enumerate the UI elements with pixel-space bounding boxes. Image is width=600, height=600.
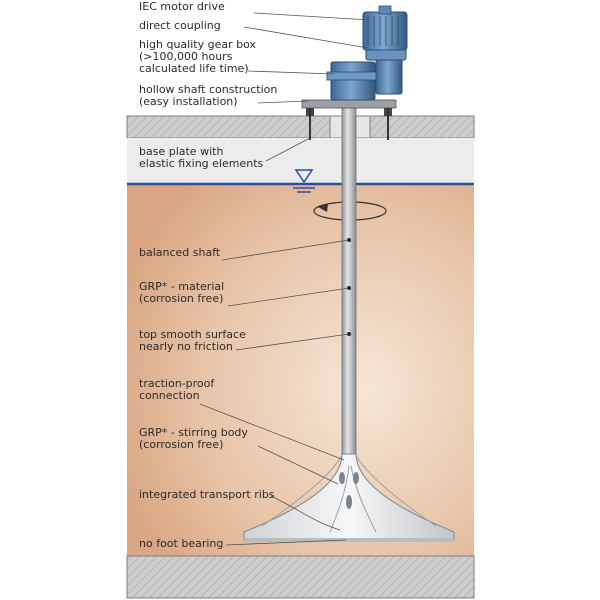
direct-coupling-label-line-1: direct coupling xyxy=(139,19,221,32)
stirring-body-label-line-2: (corrosion free) xyxy=(139,438,223,451)
grp-material-label-line-1: GRP* - material xyxy=(139,280,224,293)
no-foot-bearing-label-line-1: no foot bearing xyxy=(139,537,223,550)
traction-proof-label-line-2: connection xyxy=(139,389,200,402)
shaft xyxy=(341,101,357,463)
base-plate-label-line-1: base plate with xyxy=(139,145,223,158)
leader-lines xyxy=(199,12,371,546)
callout-labels: IEC motor drive direct coupling high quali… xyxy=(139,0,277,550)
smooth-surface-label-line-1: top smooth surface xyxy=(139,328,246,341)
smooth-surface-label-line-2: nearly no friction xyxy=(139,340,233,353)
water-level-icon xyxy=(293,169,315,193)
bottom-slab xyxy=(126,555,475,599)
traction-proof-label-line-1: traction-proof xyxy=(139,377,215,390)
balanced-shaft-label-line-1: balanced shaft xyxy=(139,246,221,259)
motor xyxy=(362,5,408,51)
iec-motor-drive-label-line-1: IEC motor drive xyxy=(139,0,225,13)
stirring-body xyxy=(243,453,455,542)
stirring-body-label-line-1: GRP* - stirring body xyxy=(139,426,248,439)
gear-box-label-line-1: high quality gear box xyxy=(139,38,256,51)
top-slab xyxy=(126,115,475,139)
gear-box xyxy=(326,57,403,101)
gear-box-label-line-2: (>100,000 hours xyxy=(139,50,233,63)
hollow-shaft-label-line-2: (easy installation) xyxy=(139,95,238,108)
base-plate-label-line-2: elastic fixing elements xyxy=(139,157,264,170)
gear-box-label-line-3: calculated life time) xyxy=(139,62,249,75)
grp-material-label-line-2: (corrosion free) xyxy=(139,292,223,305)
transport-ribs-label-line-1: integrated transport ribs xyxy=(139,488,275,501)
tank-liquid xyxy=(127,184,474,556)
hollow-shaft-label-line-1: hollow shaft construction xyxy=(139,83,277,96)
